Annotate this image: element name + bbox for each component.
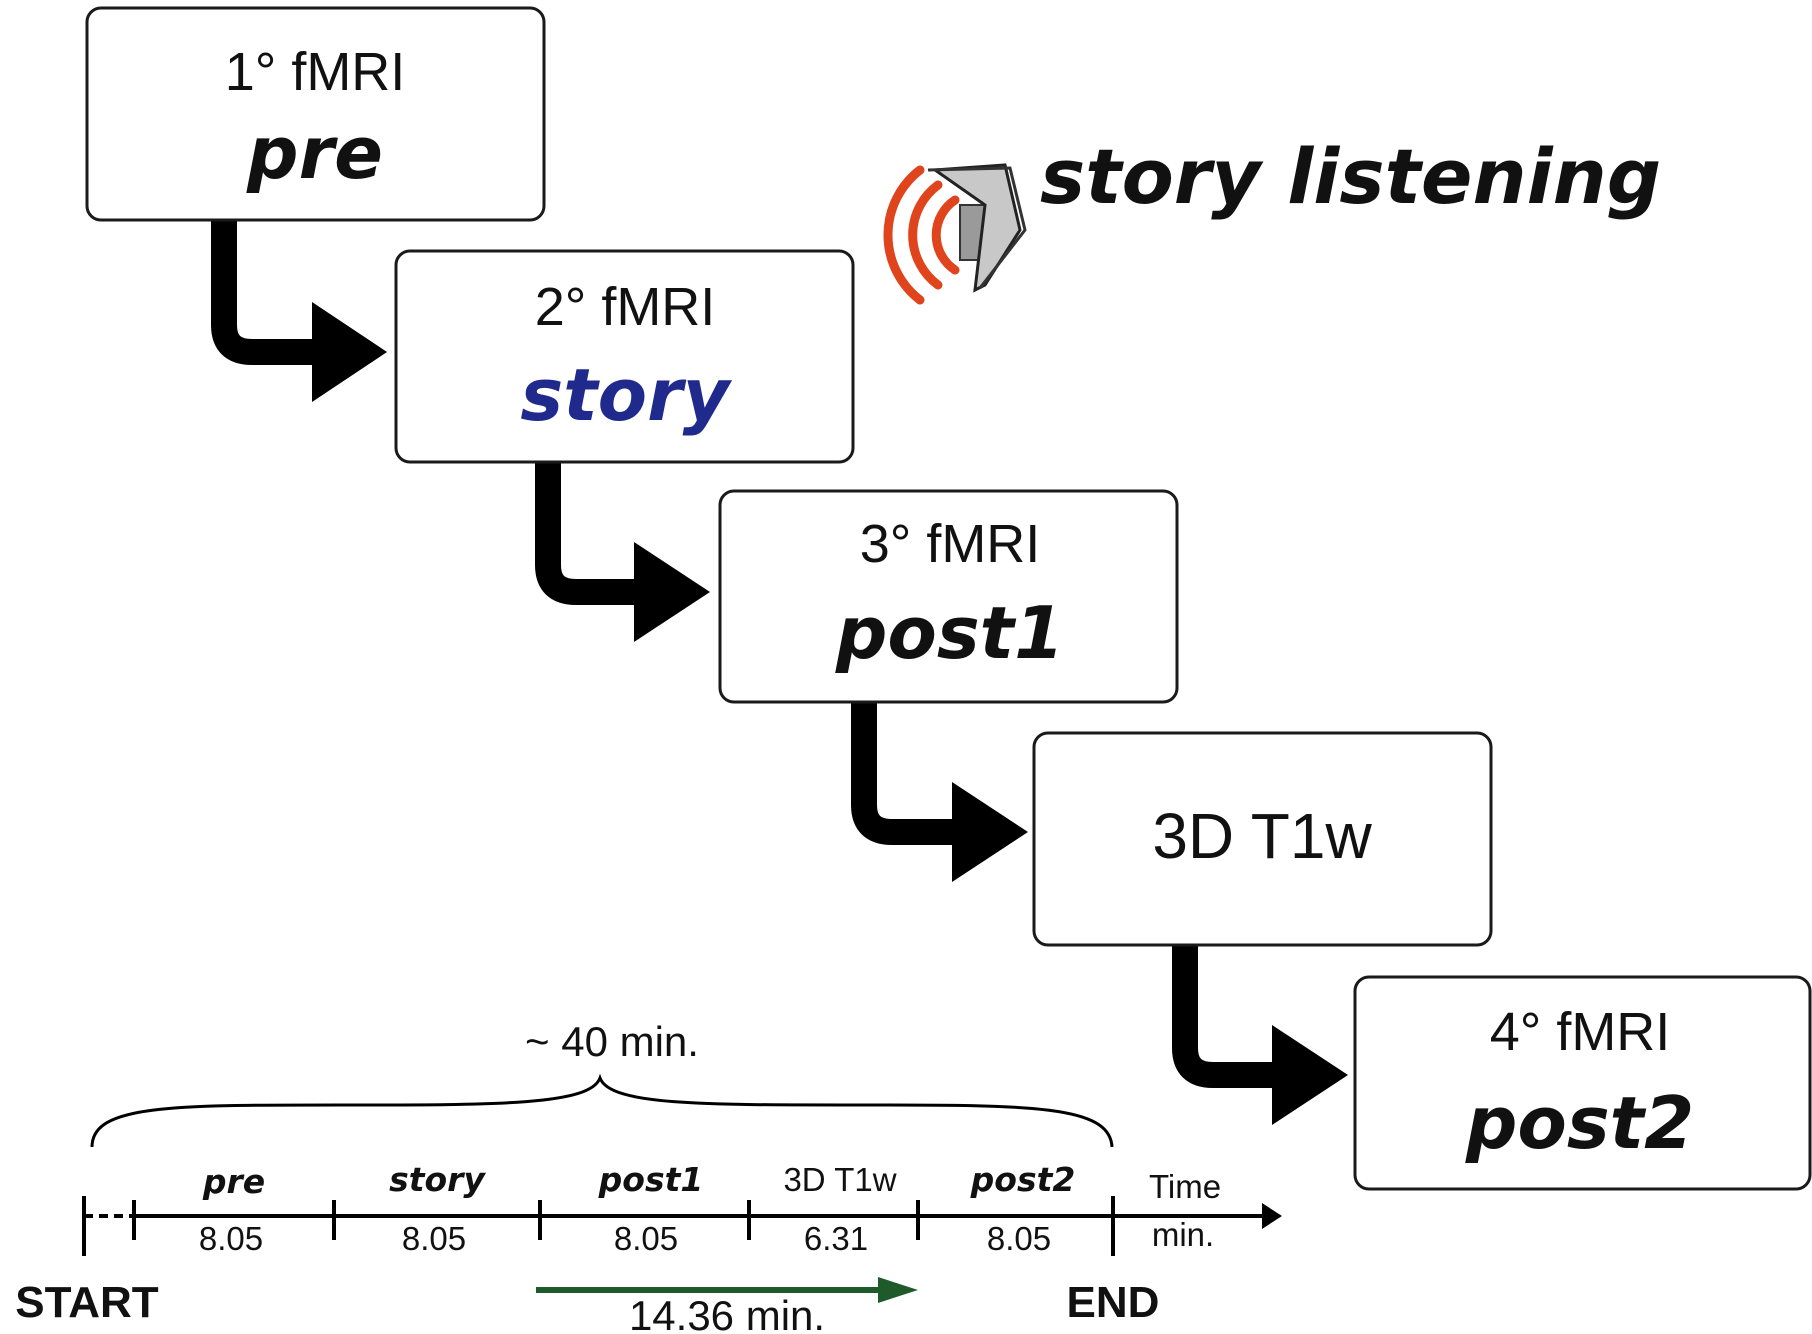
segment-label-post2: post2 <box>970 1160 1076 1199</box>
segment-value-post2: 8.05 <box>987 1220 1051 1257</box>
flow-arrow-1 <box>211 220 387 402</box>
axis-unit-min: min. <box>1152 1216 1214 1253</box>
step-box-4: 3D T1w <box>1032 731 1493 947</box>
flow-arrow-3 <box>851 702 1028 882</box>
end-label: END <box>1067 1278 1160 1327</box>
step-3-phase-label: post1 <box>835 591 1064 675</box>
step-3-scan-label: 3° fMRI <box>860 514 1041 574</box>
step-box-3: 3° fMRI post1 <box>718 489 1179 704</box>
interval-label: 14.36 min. <box>629 1292 825 1334</box>
step-2-phase-label: story <box>520 353 732 437</box>
step-2-scan-label: 2° fMRI <box>535 277 716 337</box>
interval-arrow-head <box>878 1277 918 1303</box>
segment-label-pre: pre <box>202 1162 265 1201</box>
segment-label-post1: post1 <box>598 1160 704 1199</box>
segment-value-post1: 8.05 <box>614 1220 678 1257</box>
timeline-axis-arrowhead <box>1262 1203 1282 1229</box>
segment-label-story: story <box>389 1160 486 1199</box>
step-box-1: 1° fMRI pre <box>85 6 546 222</box>
step-1-scan-label: 1° fMRI <box>225 42 406 102</box>
segment-label-3d-t1w: 3D T1w <box>783 1161 896 1198</box>
flow-arrow-2 <box>535 462 710 642</box>
speaker-icon <box>883 163 1027 305</box>
step-box-2: 2° fMRI story <box>394 249 855 464</box>
step-1-phase-label: pre <box>246 111 383 195</box>
flow-arrows <box>211 220 1348 1125</box>
step-5-phase-label: post2 <box>1465 1081 1694 1165</box>
segment-value-story: 8.05 <box>402 1220 466 1257</box>
step-4-label: 3D T1w <box>1152 800 1372 872</box>
start-label: START <box>15 1278 159 1327</box>
flow-arrow-4 <box>1172 945 1348 1125</box>
segment-value-pre: 8.05 <box>199 1220 263 1257</box>
step-5-scan-label: 4° fMRI <box>1490 1002 1671 1062</box>
total-duration-brace <box>90 1073 1114 1148</box>
axis-label-time: Time <box>1149 1168 1221 1205</box>
timeline: ~ 40 min. pre story post1 3D T1w post2 T… <box>15 1018 1282 1334</box>
story-listening-heading: story listening <box>1040 132 1661 221</box>
step-box-5: 4° fMRI post2 <box>1353 975 1812 1191</box>
sound-waves <box>883 165 960 305</box>
total-duration-label: ~ 40 min. <box>525 1018 699 1065</box>
segment-value-3d-t1w: 6.31 <box>804 1220 868 1257</box>
